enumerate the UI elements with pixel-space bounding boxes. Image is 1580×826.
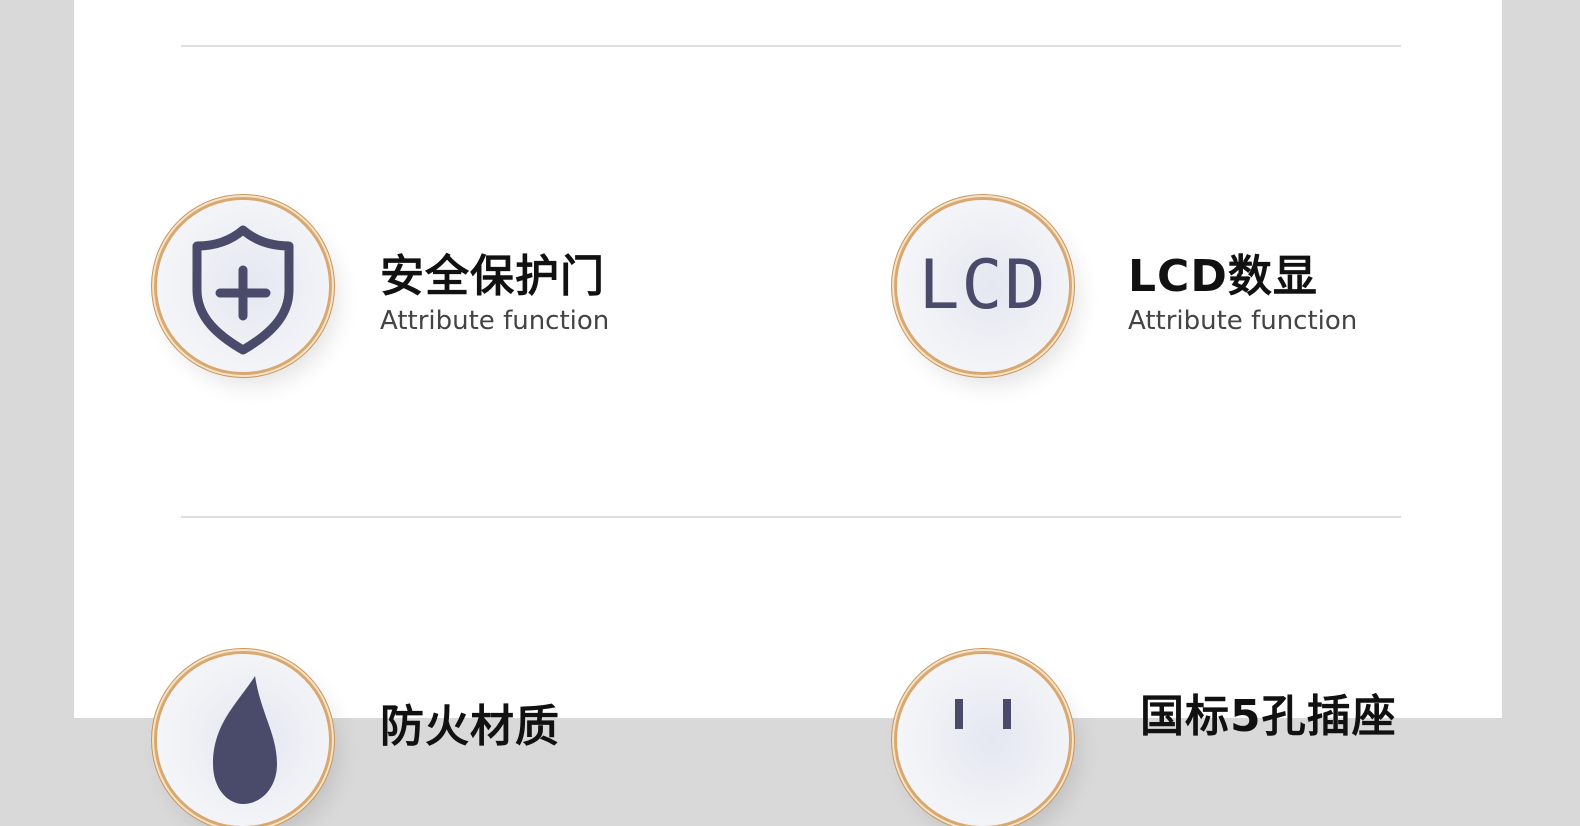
feature-title: 国标5孔插座 [1140, 691, 1397, 742]
content-panel: 安全保护门 Attribute function LCD LCD数显 Attri… [74, 0, 1502, 826]
feature-title: 安全保护门 [380, 251, 605, 302]
svg-text:LCD: LCD [919, 246, 1048, 325]
socket-icon [897, 654, 1069, 826]
feature-subtitle: Attribute function [1128, 306, 1358, 336]
divider [181, 45, 1401, 47]
divider [181, 516, 1401, 518]
lcd-icon: LCD [897, 200, 1069, 372]
feature-subtitle: Attribute function [380, 306, 610, 336]
flame-icon [157, 654, 329, 826]
feature-title: 防火材质 [380, 701, 560, 752]
shield-plus-icon [157, 200, 329, 372]
feature-title: LCD数显 [1128, 251, 1318, 302]
